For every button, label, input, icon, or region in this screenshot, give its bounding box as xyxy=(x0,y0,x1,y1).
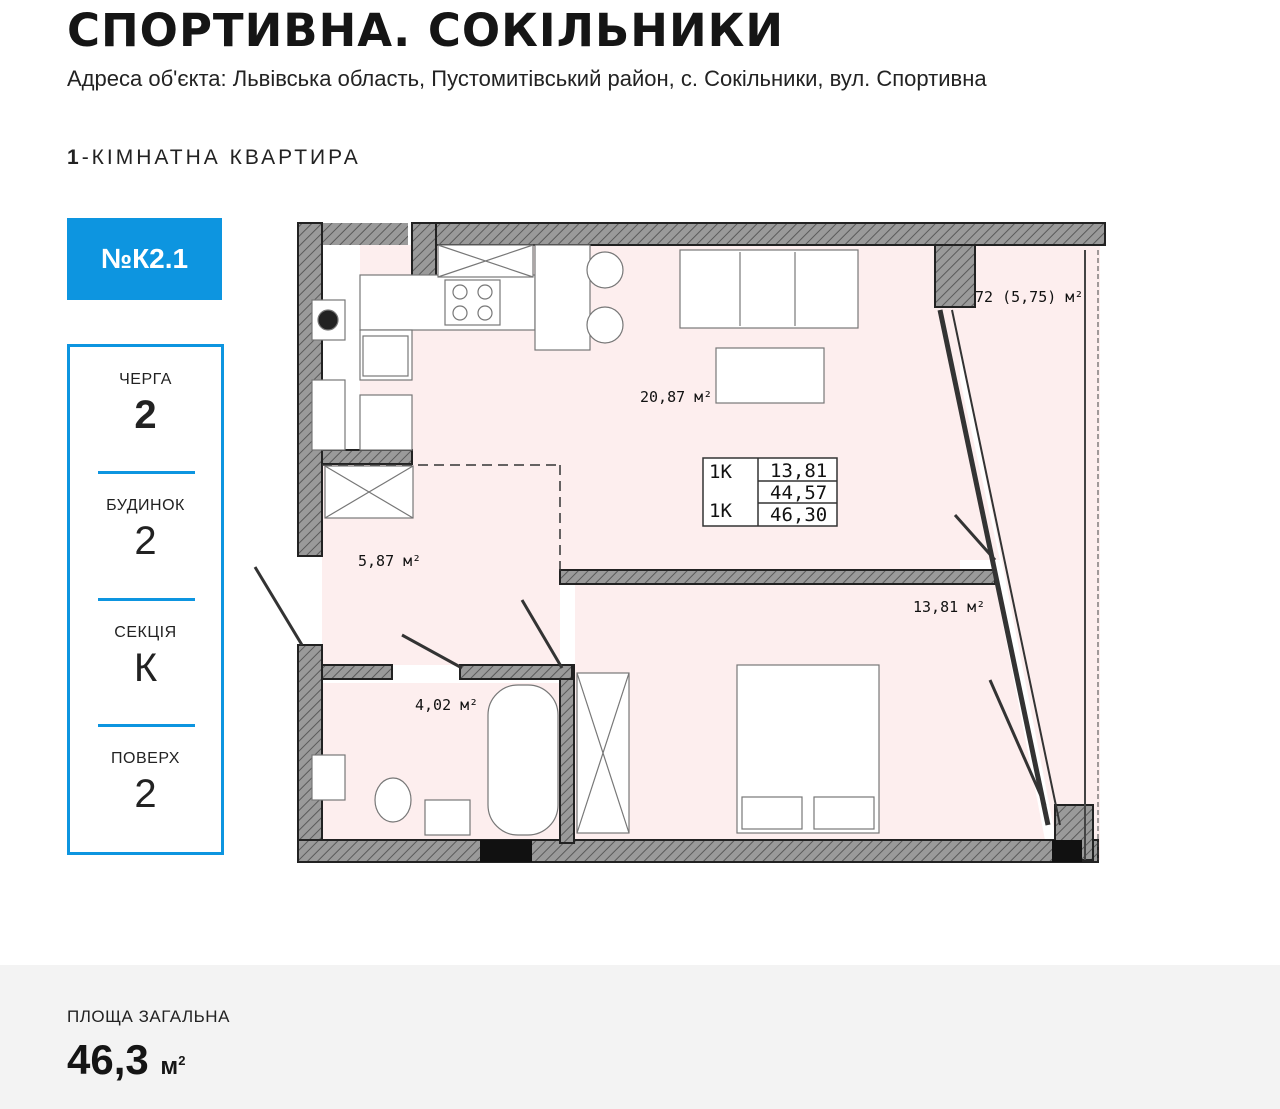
building-cell: БУДИНОК 2 xyxy=(70,497,221,564)
vent-shaft-3 xyxy=(311,754,346,801)
table-r1-label: 1К xyxy=(709,461,732,483)
left-wall-lower xyxy=(297,644,323,861)
burner-4 xyxy=(477,305,493,321)
info-divider xyxy=(98,598,195,601)
window-bottom-1 xyxy=(480,840,532,862)
kitchen-area-label: 20,87 м² xyxy=(640,388,712,406)
queue-label: ЧЕРГА xyxy=(119,371,172,388)
apartment-info-box: ЧЕРГА 2 БУДИНОК 2 СЕКЦІЯ К ПОВЕРХ 2 xyxy=(67,344,224,855)
building-label: БУДИНОК xyxy=(106,497,185,514)
area-labels: 20,87 м² 5,87 м² 4,02 м² 13,81 м² 72 (5,… xyxy=(358,288,1083,714)
sofa xyxy=(679,249,859,329)
toilet xyxy=(374,777,412,823)
total-area-unit-base: м xyxy=(160,1053,179,1080)
bathroom-door xyxy=(401,633,463,670)
room-fills xyxy=(322,245,1100,860)
wardrobe-x2 xyxy=(437,244,534,278)
corner-column xyxy=(934,244,976,308)
table-r3-value: 46,30 xyxy=(770,504,827,526)
bedroom-wall xyxy=(559,569,996,585)
table-r1-value: 13,81 xyxy=(770,460,827,482)
info-divider xyxy=(98,724,195,727)
rooms-count: 1 xyxy=(67,146,82,169)
table-r2-value: 44,57 xyxy=(770,482,827,504)
balcony-fill xyxy=(935,245,1100,860)
table-frame xyxy=(702,457,838,527)
building-value: 2 xyxy=(134,519,157,563)
facade-line xyxy=(937,309,1051,826)
kitchen-left-wall xyxy=(411,222,437,279)
section-label: СЕКЦІЯ xyxy=(114,624,177,641)
section-cell: СЕКЦІЯ К xyxy=(70,624,221,691)
project-title: СПОРТИВНА. СОКІЛЬНИКИ xyxy=(67,4,785,57)
floor-cell: ПОВЕРХ 2 xyxy=(70,750,221,817)
floor-plan: 20,87 м² 5,87 м² 4,02 м² 13,81 м² 72 (5,… xyxy=(253,222,1106,863)
kitchen-bottom-wall xyxy=(321,449,413,465)
pillow-2 xyxy=(813,796,875,830)
doors xyxy=(253,464,1047,806)
floor-label: ПОВЕРХ xyxy=(111,750,180,767)
wash-basin xyxy=(424,799,471,836)
total-area-label: ПЛОЩА ЗАГАЛЬНА xyxy=(67,1007,230,1026)
total-area-value: 46,3 м2 xyxy=(67,1036,185,1084)
hall-wardrobe-x2 xyxy=(324,465,414,519)
balcony-door-1 xyxy=(953,514,997,561)
bottom-wall xyxy=(297,839,1099,863)
balcony-door-2 xyxy=(988,679,1047,806)
coffee-table xyxy=(715,347,825,404)
bedroom-area-label: 13,81 м² xyxy=(913,598,985,616)
kitchen-living-fill-2 xyxy=(930,245,1000,560)
furniture xyxy=(311,244,880,836)
burner-3 xyxy=(452,305,468,321)
total-area-unit: м2 xyxy=(160,1053,185,1080)
bar-counter xyxy=(534,244,591,351)
window-bottom-2 xyxy=(1052,840,1082,862)
table-r3-label: 1К xyxy=(709,500,732,522)
queue-cell: ЧЕРГА 2 xyxy=(70,371,221,438)
project-address: Адреса об'єкта: Львівська область, Пусто… xyxy=(67,66,987,91)
burner-1 xyxy=(452,284,468,300)
stove xyxy=(444,279,501,326)
boiler-icon xyxy=(317,309,339,331)
top-wall xyxy=(411,222,1106,246)
vent-shaft-2 xyxy=(311,379,346,451)
bathtub xyxy=(487,684,559,836)
apartment-type: 1-КІМНАТНА КВАРТИРА xyxy=(67,146,361,170)
sink xyxy=(362,335,409,377)
bath-wall-right xyxy=(559,664,575,844)
facade-line-2 xyxy=(951,309,1061,826)
plan-area-table: 1К 13,81 44,57 1К 46,30 xyxy=(702,457,838,527)
bath-wall-top xyxy=(459,664,573,680)
pillow-1 xyxy=(741,796,803,830)
burner-2 xyxy=(477,284,493,300)
bedroom-door xyxy=(520,599,564,669)
total-area-unit-sup: 2 xyxy=(178,1053,186,1068)
windows xyxy=(480,250,1099,862)
summary-footer xyxy=(0,965,1280,1109)
bar-stool-1 xyxy=(586,251,624,289)
bar-stool-2 xyxy=(586,306,624,344)
apartment-number-badge: №К2.1 xyxy=(67,218,222,300)
top-left-wall xyxy=(298,223,408,245)
bedroom-wardrobe-x2 xyxy=(576,672,630,834)
section-value: К xyxy=(133,646,158,690)
total-area-number: 46,3 xyxy=(67,1036,149,1083)
hall-area-label: 5,87 м² xyxy=(358,552,421,570)
fridge xyxy=(359,394,413,451)
floor-value: 2 xyxy=(134,772,157,816)
info-divider xyxy=(98,471,195,474)
entry-door xyxy=(253,566,304,646)
balcony-area-label: 72 (5,75) м² xyxy=(975,288,1083,306)
bath-wall-top-left xyxy=(321,664,393,680)
bathroom-area-label: 4,02 м² xyxy=(415,696,478,714)
queue-value: 2 xyxy=(134,393,157,437)
rooms-label: -КІМНАТНА КВАРТИРА xyxy=(81,146,361,169)
